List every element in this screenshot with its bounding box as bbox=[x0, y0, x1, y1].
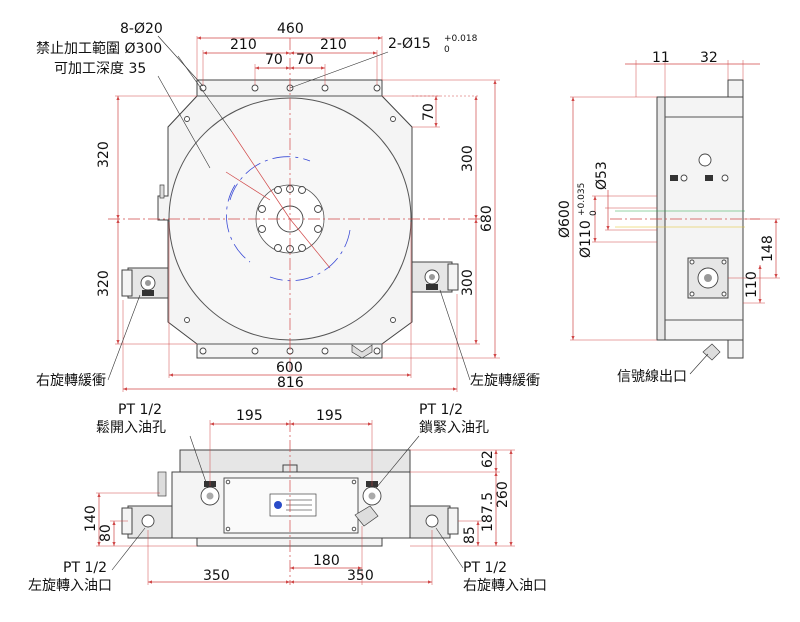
note-machinable-depth: 可加工深度 35 bbox=[54, 61, 146, 77]
dim-320-bottom: 320 bbox=[96, 270, 112, 297]
hub-holes bbox=[258, 185, 322, 253]
side-top-tab bbox=[727, 79, 744, 98]
dim-110-tol-upper: +0.035 bbox=[577, 183, 587, 216]
dim-260: 260 bbox=[495, 481, 511, 508]
dim-140: 140 bbox=[83, 505, 99, 532]
logo-icon bbox=[274, 501, 282, 509]
lever-icon bbox=[159, 184, 165, 199]
front-lever-icon bbox=[157, 471, 167, 497]
dim-680: 680 bbox=[479, 205, 495, 232]
dim-210-right: 210 bbox=[320, 37, 347, 53]
note-pin-holes: 2-Ø15 bbox=[388, 36, 431, 52]
dim-320-top: 320 bbox=[96, 141, 112, 168]
front-base bbox=[196, 537, 383, 547]
dim-600-dia: Ø600 bbox=[557, 200, 573, 238]
dim-350-right: 350 bbox=[347, 568, 374, 584]
top-view: 460 210 210 70 70 70 320 320 300 300 bbox=[36, 21, 540, 392]
note-left-port-size: PT 1/2 bbox=[63, 560, 107, 576]
note-right-buffer: 右旋轉緩衝 bbox=[36, 373, 106, 389]
note-bolt-holes: 8-Ø20 bbox=[120, 21, 163, 37]
dim-210-left: 210 bbox=[230, 37, 257, 53]
dim-600: 600 bbox=[276, 360, 303, 376]
dim-816: 816 bbox=[277, 375, 304, 391]
side-bottom-tab bbox=[727, 339, 744, 359]
side-body bbox=[664, 96, 744, 341]
note-right-port-size: PT 1/2 bbox=[463, 560, 507, 576]
dim-62: 62 bbox=[480, 450, 496, 468]
note-clamp-port-size: PT 1/2 bbox=[419, 402, 463, 418]
note-left-buffer: 左旋轉緩衝 bbox=[470, 373, 540, 389]
dim-110: 110 bbox=[744, 271, 760, 298]
note-release-port: 鬆開入油孔 bbox=[96, 420, 166, 436]
front-connector-icon bbox=[354, 505, 379, 527]
note-release-port-size: PT 1/2 bbox=[118, 402, 162, 418]
dim-300-bottom: 300 bbox=[460, 269, 476, 296]
dim-195-left: 195 bbox=[236, 408, 263, 424]
right-rotation-buffer bbox=[121, 267, 169, 299]
dim-195-right: 195 bbox=[316, 408, 343, 424]
dim-460: 460 bbox=[277, 21, 304, 37]
side-view: 11 32 Ø600 Ø110 +0.035 0 Ø53 148 110 信號線… bbox=[557, 50, 780, 385]
dim-53-dia: Ø53 bbox=[594, 161, 610, 190]
blue-arc bbox=[269, 229, 351, 282]
note-left-port: 左旋轉入油口 bbox=[28, 578, 112, 594]
dim-70-right: 70 bbox=[296, 52, 314, 68]
dim-70-left: 70 bbox=[265, 52, 283, 68]
note-no-machining: 禁止加工範圍 Ø300 bbox=[36, 40, 162, 57]
side-port bbox=[698, 153, 712, 167]
dim-110-tol-lower: 0 bbox=[589, 210, 599, 216]
dim-300-top: 300 bbox=[460, 145, 476, 172]
dim-11: 11 bbox=[652, 50, 670, 66]
signal-connector-icon bbox=[702, 343, 721, 361]
dim-32: 32 bbox=[700, 50, 718, 66]
dim-180: 180 bbox=[313, 553, 340, 569]
note-clamp-port: 鎖緊入油孔 bbox=[419, 420, 489, 436]
dim-148: 148 bbox=[760, 235, 776, 262]
pin-tol-lower: 0 bbox=[444, 45, 450, 55]
side-label bbox=[670, 175, 678, 181]
dim-85: 85 bbox=[462, 526, 478, 544]
dim-70-side: 70 bbox=[421, 103, 437, 121]
dim-350-left: 350 bbox=[203, 568, 230, 584]
note-right-port: 右旋轉入油口 bbox=[463, 578, 547, 594]
dim-187-5: 187.5 bbox=[480, 492, 496, 532]
blue-arc bbox=[229, 156, 311, 201]
connector-icon bbox=[351, 344, 373, 359]
left-rotation-buffer bbox=[411, 261, 459, 293]
dim-110-dia: Ø110 bbox=[578, 220, 594, 258]
side-table-plate bbox=[656, 96, 666, 341]
note-signal-outlet: 信號線出口 bbox=[617, 369, 687, 385]
front-view: 195 195 62 187.5 260 85 140 80 180 350 3… bbox=[28, 402, 547, 594]
blue-arc bbox=[226, 184, 251, 263]
dim-80: 80 bbox=[98, 524, 114, 542]
pin-tol-upper: +0.018 bbox=[444, 34, 478, 44]
